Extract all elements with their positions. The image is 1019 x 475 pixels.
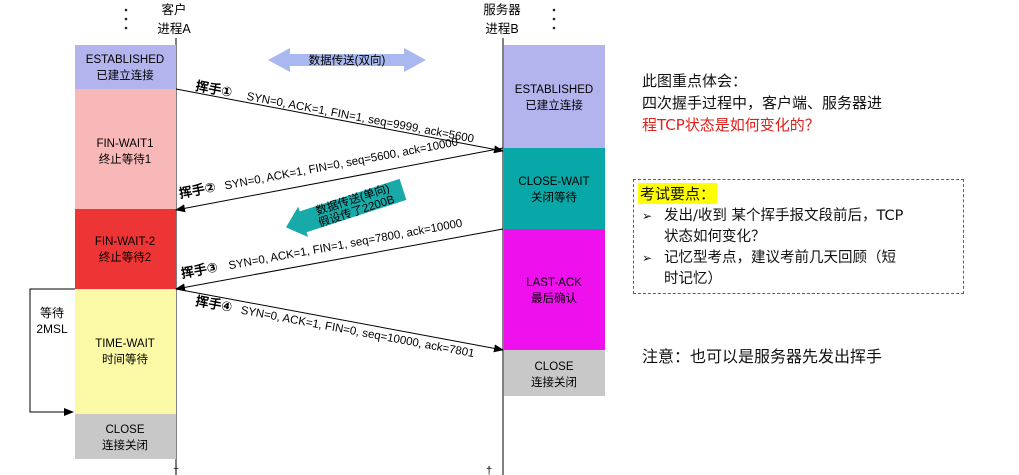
svg-text:已建立连接: 已建立连接 (525, 98, 583, 112)
exam-bullet-1-line2: 状态如何变化？ (664, 229, 766, 245)
svg-text:SYN=0, ACK=1, FIN=1, seq=7800,: SYN=0, ACK=1, FIN=1, seq=7800, ack=10000 (228, 218, 464, 273)
server-header-line2: 进程B (485, 21, 518, 36)
bullet-arrow-icon: ➢ (642, 209, 653, 223)
svg-text:CLOSE-WAIT: CLOSE-WAIT (518, 176, 589, 188)
wait-2msl-bracket (29, 288, 75, 416)
server-state-close: CLOSE 连接关闭 (504, 350, 605, 396)
client-state-close: CLOSE 连接关闭 (75, 414, 176, 459)
message-1-label: 挥手① SYN=0, ACK=1, FIN=1, seq=9999, ack=5… (194, 78, 475, 146)
exam-points-title: 考试要点： (638, 183, 718, 204)
svg-text:SYN=0, ACK=1, FIN=1, seq=9999,: SYN=0, ACK=1, FIN=1, seq=9999, ack=5600 (246, 91, 475, 146)
svg-text:CLOSE: CLOSE (106, 424, 145, 436)
svg-text:SYN=0, ACK=1, FIN=0, seq=5600,: SYN=0, ACK=1, FIN=0, seq=5600, ack=10000 (224, 137, 460, 193)
svg-text:挥手①: 挥手① (194, 78, 233, 100)
wait-label-line1: 等待 (40, 306, 64, 320)
data-bidirectional-label: 数据传送(双向) (309, 53, 386, 67)
svg-text:SYN=0, ACK=1, FIN=0, seq=10000: SYN=0, ACK=1, FIN=0, seq=10000, ack=7801 (240, 305, 476, 360)
message-4-arrow (175, 288, 504, 353)
summary-line3: 程TCP状态是如何变化的？ (642, 116, 820, 134)
summary-line1: 此图重点体会： (642, 72, 748, 90)
wait-label-line2: 2MSL (36, 322, 68, 336)
exam-bullet-2: ➢ 记忆型考点，建议考前几天回顾（短 时记忆） (642, 248, 962, 292)
svg-text:ESTABLISHED: ESTABLISHED (515, 84, 593, 96)
svg-text:挥手③: 挥手③ (180, 260, 219, 281)
server-state-established: ESTABLISHED 已建立连接 (504, 45, 605, 148)
exam-bullet-2-line1: 记忆型考点，建议考前几天回顾（短 (664, 250, 896, 266)
server-header-line1: 服务器 (483, 2, 521, 17)
svg-text:挥手④: 挥手④ (194, 293, 233, 315)
client-header-line1: 客户 (161, 2, 186, 17)
svg-text:LAST-ACK: LAST-ACK (526, 277, 582, 289)
svg-text:关闭等待: 关闭等待 (531, 190, 577, 204)
message-4-label: 挥手④ SYN=0, ACK=1, FIN=0, seq=10000, ack=… (194, 293, 475, 360)
server-state-last-ack: LAST-ACK 最后确认 (504, 229, 605, 350)
exam-bullet-1-line1: 发出/收到 某个挥手报文段前后，TCP (664, 208, 904, 224)
exam-bullet-1: ➢ 发出/收到 某个挥手报文段前后，TCP 状态如何变化？ (642, 206, 962, 250)
client-state-fin-wait2: FIN-WAIT-2 终止等待2 (75, 209, 176, 289)
svg-text:终止等待2: 终止等待2 (99, 250, 151, 264)
svg-text:终止等待1: 终止等待1 (99, 152, 151, 166)
bullet-arrow-icon: ➢ (642, 251, 653, 265)
svg-text:最后确认: 最后确认 (531, 292, 577, 305)
client-state-time-wait: TIME-WAIT 时间等待 (75, 289, 176, 414)
data-bidirectional-arrow: 数据传送(双向) (268, 48, 426, 72)
svg-text:TIME-WAIT: TIME-WAIT (95, 338, 155, 350)
client-state-fin-wait1: FIN-WAIT1 终止等待1 (75, 89, 176, 209)
summary-text: 此图重点体会： 四次握手过程中，客户端、服务器进 程TCP状态是如何变化的？ (642, 70, 972, 136)
svg-text:FIN-WAIT-2: FIN-WAIT-2 (95, 236, 155, 248)
client-header-line2: 进程A (157, 21, 191, 36)
server-ellipsis (552, 8, 556, 30)
svg-text:已建立连接: 已建立连接 (96, 68, 154, 82)
server-lifeline-end-icon: † (486, 465, 492, 475)
client-lifeline-end-icon: † (173, 465, 179, 475)
exam-bullet-2-line2: 时记忆） (664, 271, 722, 287)
exam-points-box (633, 179, 964, 294)
client-state-established: ESTABLISHED 已建立连接 (75, 45, 176, 89)
svg-text:挥手②: 挥手② (178, 179, 217, 201)
svg-text:连接关闭: 连接关闭 (102, 438, 148, 452)
svg-text:ESTABLISHED: ESTABLISHED (86, 54, 164, 66)
message-1-arrow (175, 88, 504, 154)
message-2-arrow (175, 147, 504, 213)
message-2-label: 挥手② SYN=0, ACK=1, FIN=0, seq=5600, ack=1… (178, 137, 460, 201)
svg-text:连接关闭: 连接关闭 (531, 375, 577, 389)
summary-line2: 四次握手过程中，客户端、服务器进 (642, 94, 883, 112)
svg-text:FIN-WAIT1: FIN-WAIT1 (96, 138, 153, 150)
server-state-close-wait: CLOSE-WAIT 关闭等待 (504, 148, 605, 229)
svg-text:CLOSE: CLOSE (535, 361, 574, 373)
svg-text:时间等待: 时间等待 (102, 352, 148, 366)
message-3-arrow (175, 228, 504, 292)
note-text: 注意：也可以是服务器先发出挥手 (642, 347, 883, 366)
client-ellipsis (124, 8, 128, 30)
